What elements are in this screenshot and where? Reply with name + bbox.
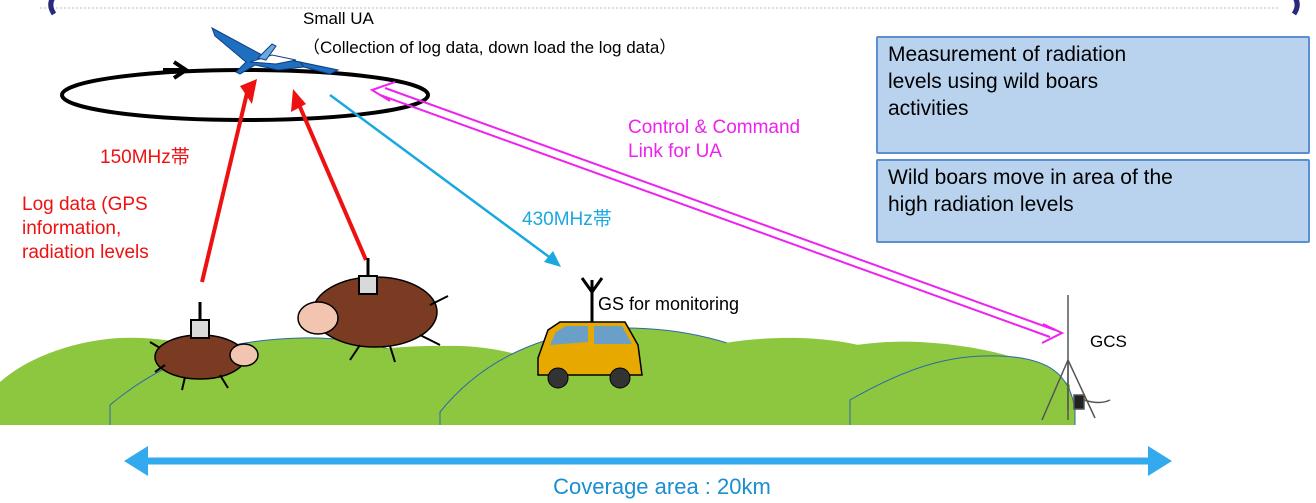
hills [0,327,1316,435]
gs-vehicle-icon [537,277,643,389]
ua-subtitle: （Collection of log data, down load the l… [303,38,677,57]
uhf-band-label: 430MHz帯 [522,209,612,230]
coverage-arrow [124,446,1172,476]
left-bracket [48,0,57,16]
boar-icon-center [297,258,449,363]
red-link-arrow-right [295,99,368,261]
control-link-label: Control & Command Link for UA [628,117,801,163]
info-box-measurement: Measurement of radiation levels using wi… [876,36,1310,154]
airplane-icon [211,26,340,75]
info-box-movement: Wild boars move in area of the high radi… [876,159,1310,243]
blue-link-arrow [329,93,557,264]
orbit-arrow [163,60,190,80]
vhf-band-label: 150MHz帯 [100,147,190,168]
log-data-label: Log data (GPS information, radiation lev… [22,194,149,263]
boar-icon-left [149,302,259,391]
right-bracket [1291,0,1300,16]
gcs-label: GCS [1090,332,1127,351]
magenta-link-arrow [369,81,1065,344]
coverage-label: Coverage area : 20km [553,474,771,499]
ua-title: Small UA [303,9,374,28]
gs-label: GS for monitoring [598,294,740,314]
red-link-arrow-left [200,92,249,283]
gcs-antenna-icon [1041,295,1111,421]
